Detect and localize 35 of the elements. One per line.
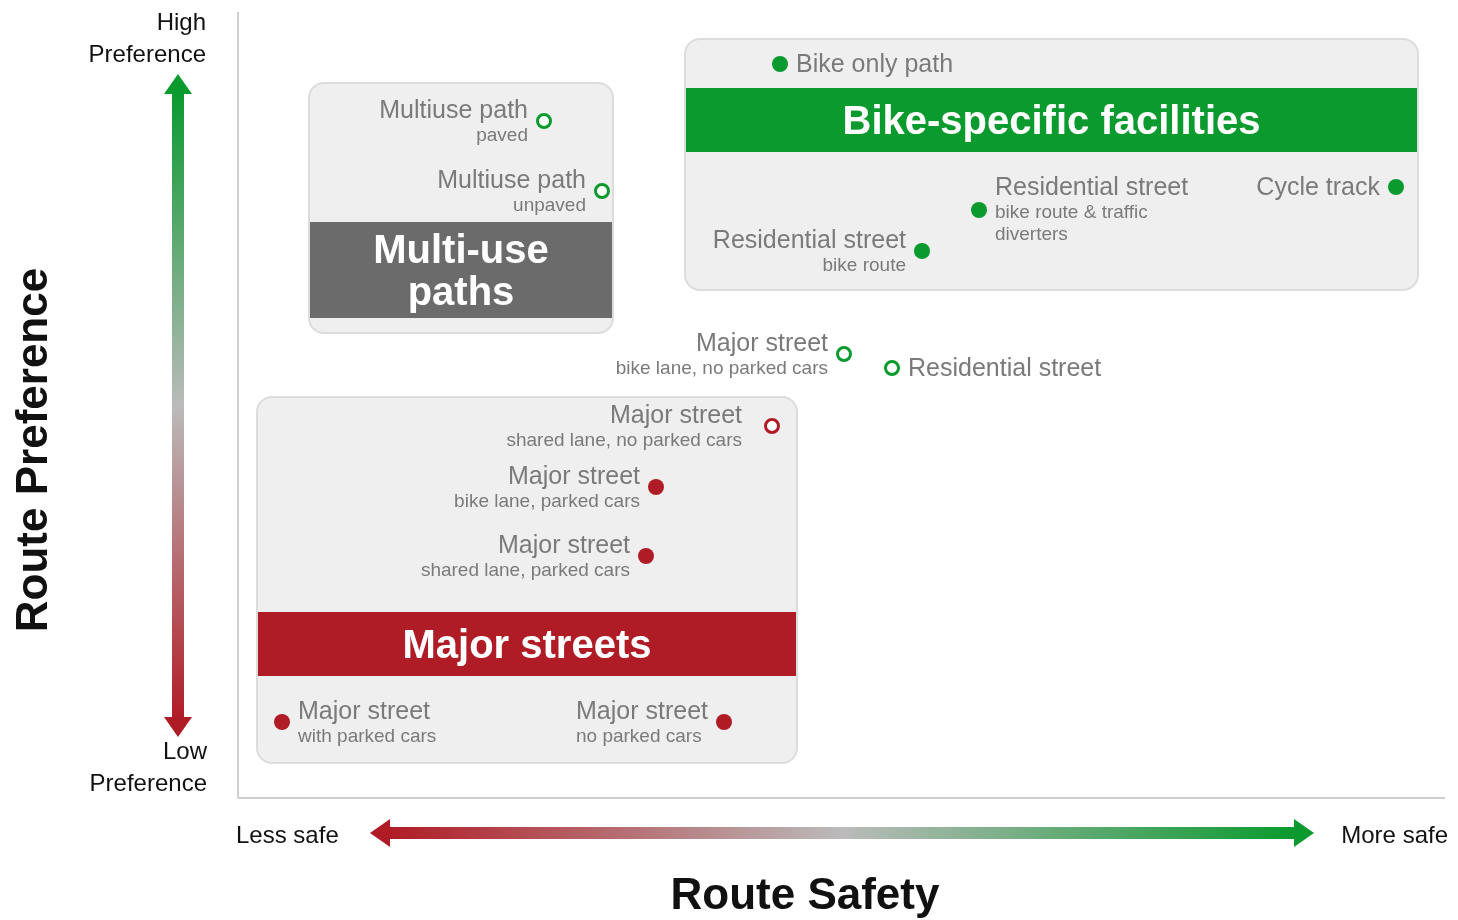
item-label: Major street: [498, 531, 630, 559]
item-label: Major street: [508, 462, 640, 490]
category-banner: Major streets: [258, 612, 796, 676]
item-label: Residential street: [908, 354, 1102, 382]
item-label: Major street: [696, 329, 828, 357]
item-detail: bike route: [822, 253, 906, 277]
item-detail: with parked cars: [298, 724, 437, 748]
item-label: Cycle track: [1256, 173, 1380, 201]
axis-title: Route Preference: [7, 267, 57, 633]
item-label: Bike only path: [796, 50, 954, 78]
axis-end-label: High Preference: [87, 7, 206, 70]
group-panel: [308, 82, 614, 334]
item-label: Residential street: [995, 173, 1189, 201]
item-detail: unpaved: [513, 193, 586, 217]
item-detail: shared lane, parked cars: [420, 558, 630, 582]
axis-end-label: More safe: [1340, 820, 1448, 850]
group-panel: [684, 38, 1419, 291]
item-label: Residential street: [712, 226, 906, 254]
item-detail: bike lane, no parked cars: [615, 356, 828, 380]
category-banner: Bike-specific facilities: [686, 88, 1417, 152]
item-label: Major street: [610, 401, 742, 429]
axis-title: Route Safety: [669, 868, 941, 920]
item-label: Major street: [576, 697, 708, 725]
item-detail: bike lane, parked cars: [454, 489, 640, 513]
item-detail: bike route & traffic diverters: [995, 200, 1149, 247]
item-detail: shared lane, no parked cars: [506, 428, 742, 452]
item-label: Multiuse path: [379, 96, 528, 124]
item-label: Multiuse path: [437, 166, 586, 194]
group-panel: [256, 396, 798, 764]
category-banner: Multi-use paths: [310, 222, 612, 318]
item-detail: no parked cars: [576, 724, 702, 748]
item-label: Major street: [298, 697, 430, 725]
axis-end-label: Less safe: [236, 820, 340, 850]
axis-end-label: Low Preference: [88, 736, 207, 799]
item-detail: paved: [476, 123, 528, 147]
